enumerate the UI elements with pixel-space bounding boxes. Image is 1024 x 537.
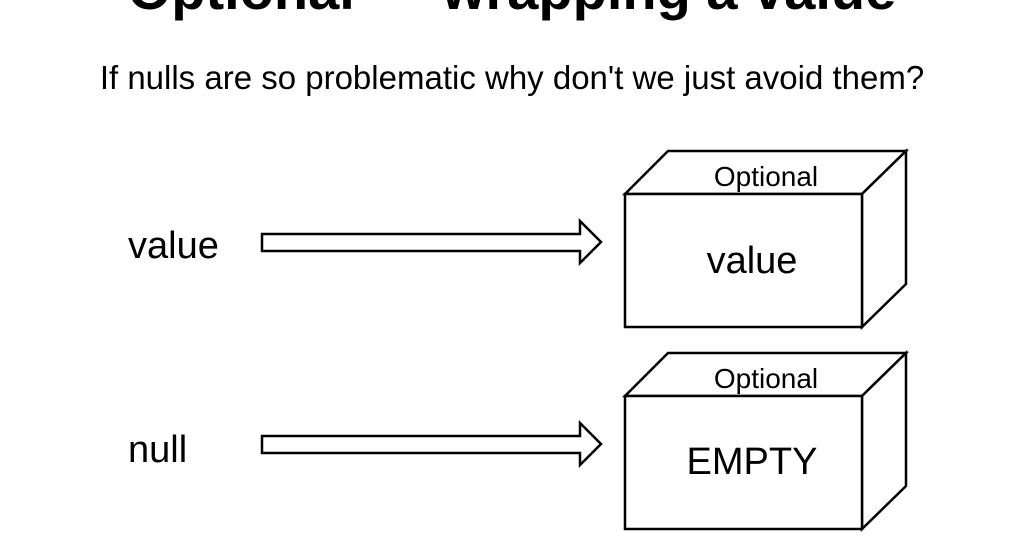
slide-title: Optional — wrapping a value <box>0 0 1024 18</box>
box-title: Optional <box>714 363 818 394</box>
box-front-face <box>623 394 864 531</box>
row-value: value Optional value <box>128 148 910 330</box>
arrow-right-icon <box>260 217 603 267</box>
input-label-null: null <box>128 429 187 471</box>
box-content: value <box>707 240 798 282</box>
slide-subtitle: If nulls are so problematic why don't we… <box>99 59 925 96</box>
box-content: EMPTY <box>687 441 818 483</box>
optional-box-value: Optional value <box>621 148 910 330</box>
box-title: Optional <box>714 161 818 192</box>
box-front-face <box>623 192 864 329</box>
input-label-value: value <box>128 225 219 267</box>
arrow-right-icon <box>260 419 603 469</box>
optional-box-empty: Optional EMPTY <box>621 350 910 532</box>
row-null: null Optional EMPTY <box>128 350 910 532</box>
